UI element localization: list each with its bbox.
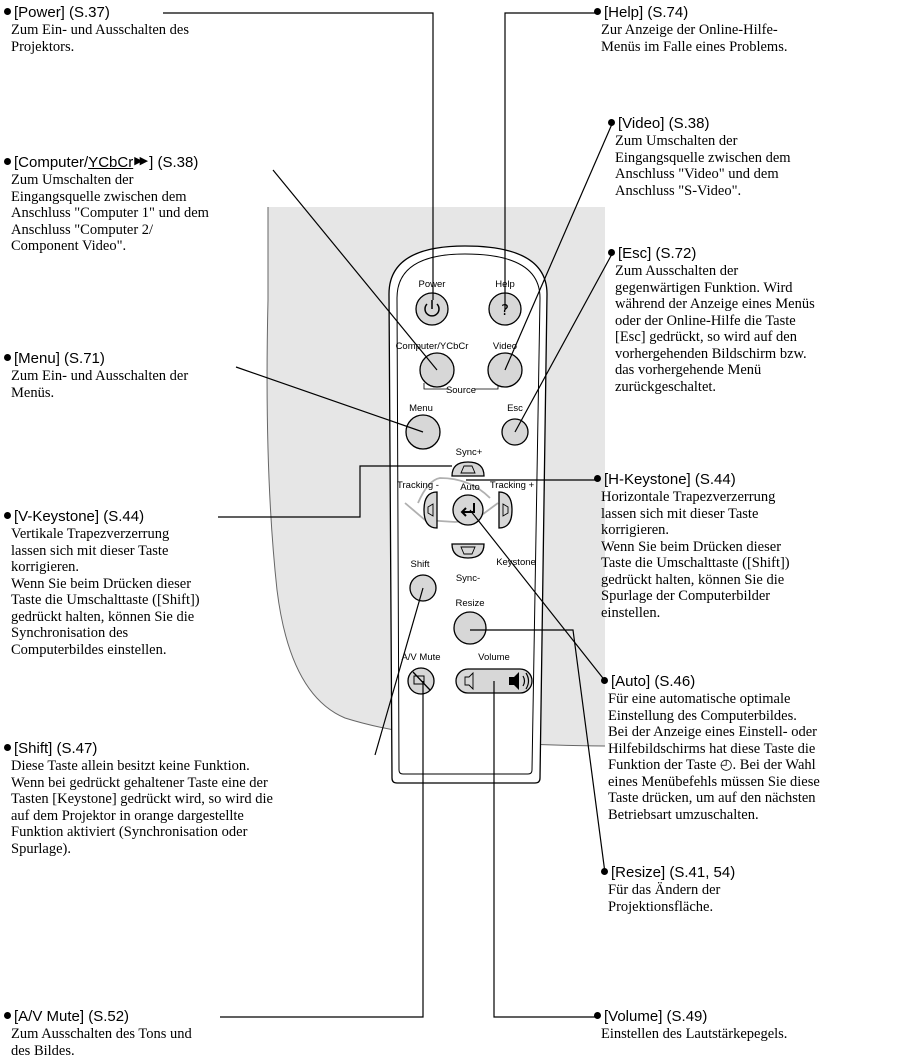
callout-volume: [Volume] (S.49) Einstellen des Lautstärk… xyxy=(594,1008,787,1043)
callout-title: [Shift] (S.47) xyxy=(14,740,98,757)
leader-esc xyxy=(514,253,613,433)
remote-label-esc: Esc xyxy=(507,403,523,414)
keystone-left-button[interactable] xyxy=(423,491,438,529)
callout-shift: [Shift] (S.47) Diese Taste allein besitz… xyxy=(4,740,273,857)
callout-desc: Zum Ausschalten der gegenwärtigen Funkti… xyxy=(615,263,815,395)
callout-title: [Help] (S.74) xyxy=(604,4,689,21)
av-mute-button[interactable] xyxy=(407,667,435,695)
leader-resize xyxy=(470,629,606,874)
leader-power xyxy=(163,12,434,300)
callout-desc: Vertikale Trapezverzerrung lassen sich m… xyxy=(11,526,200,658)
callout-resize: [Resize] (S.41, 54) Für das Ändern der P… xyxy=(601,864,735,915)
bullet-icon xyxy=(4,512,11,519)
leader-computer xyxy=(272,169,438,371)
callout-desc: Zum Umschalten der Eingangsquelle zwisch… xyxy=(615,133,791,199)
bullet-icon xyxy=(594,475,601,482)
callout-menu: [Menu] (S.71) Zum Ein- und Ausschalten d… xyxy=(4,350,188,401)
leader-avmute xyxy=(220,681,424,1018)
callout-avmute: [A/V Mute] (S.52) Zum Ausschalten des To… xyxy=(4,1008,192,1059)
remote-label-shift: Shift xyxy=(410,559,429,570)
leader-menu xyxy=(235,366,424,433)
bullet-icon xyxy=(601,677,608,684)
keystone-up-button[interactable] xyxy=(451,461,485,477)
remote-label-tracking-plus: Tracking + xyxy=(490,480,535,491)
callout-title: [Auto] (S.46) xyxy=(611,673,696,690)
volume-up-icon xyxy=(509,672,519,690)
callout-hkeystone: [H-Keystone] (S.44) Horizontale Trapezve… xyxy=(594,471,790,621)
volume-down-icon xyxy=(464,671,474,691)
remote-label-auto: Auto xyxy=(460,482,480,493)
callout-vkeystone: [V-Keystone] (S.44) Vertikale Trapezverz… xyxy=(4,508,200,658)
callout-title: [A/V Mute] (S.52) xyxy=(14,1008,130,1025)
remote-label-volume: Volume xyxy=(478,652,510,663)
leader-vkeystone xyxy=(218,465,452,518)
mute-slash-icon xyxy=(412,671,431,691)
bullet-icon xyxy=(4,8,11,15)
bullet-icon xyxy=(601,868,608,875)
callout-desc: Zum Ein- und Ausschalten des Projektors. xyxy=(11,22,190,55)
bullet-icon xyxy=(4,1012,11,1019)
fast-forward-icon: ▶▶ xyxy=(134,155,148,167)
resize-button[interactable] xyxy=(453,611,487,645)
keystone-down-button[interactable] xyxy=(451,543,485,559)
keystone-right-button[interactable] xyxy=(498,491,513,529)
leader-help xyxy=(504,12,598,309)
leader-shift xyxy=(374,587,424,756)
remote-label-tracking-minus: Tracking - xyxy=(397,480,439,491)
callout-computer: [Computer/YCbCr▶▶] (S.38) Zum Umschalten… xyxy=(4,152,209,255)
callout-video: [Video] (S.38) Zum Umschalten der Eingan… xyxy=(608,115,791,199)
leader-video xyxy=(504,123,613,371)
callout-title: [V-Keystone] (S.44) xyxy=(14,508,145,525)
callout-title: [Video] (S.38) xyxy=(618,115,710,132)
callout-desc: Zum Ein- und Ausschalten der Menüs. xyxy=(11,368,189,401)
remote-label-sync-plus: Sync+ xyxy=(456,447,483,458)
remote-label-menu: Menu xyxy=(409,403,433,414)
remote-label-av-mute: A/V Mute xyxy=(401,652,440,663)
leader-volume xyxy=(493,681,598,1018)
leader-lines xyxy=(163,12,613,1018)
leader-auto xyxy=(469,509,607,683)
callout-desc: Diese Taste allein besitzt keine Funktio… xyxy=(11,758,273,857)
remote-label-power: Power xyxy=(419,279,446,290)
callout-desc: Für das Ändern der Projektionsfläche. xyxy=(608,882,721,915)
remote-label-sync-minus: Sync- xyxy=(456,573,480,584)
callout-title: [H-Keystone] (S.44) xyxy=(604,471,736,488)
remote-label-resize: Resize xyxy=(455,598,484,609)
callout-desc: Zum Ausschalten des Tons und des Bildes. xyxy=(11,1026,192,1059)
callout-desc: Zur Anzeige der Online-Hilfe- Menüs im F… xyxy=(601,22,788,55)
enter-icon xyxy=(463,503,475,513)
remote-label-keystone: Keystone xyxy=(496,557,536,568)
remote-label-source: Source xyxy=(446,385,476,396)
callout-title: [Resize] (S.41, 54) xyxy=(611,864,736,881)
callout-title: [Power] (S.37) xyxy=(14,4,110,21)
bullet-icon xyxy=(608,119,615,126)
callout-power: [Power] (S.37) Zum Ein- und Ausschalten … xyxy=(4,4,189,55)
power-button[interactable] xyxy=(415,292,449,326)
bullet-icon xyxy=(594,1012,601,1019)
callout-desc: Für eine automatische optimale Einstellu… xyxy=(608,691,820,823)
bullet-icon xyxy=(594,8,601,15)
remote-label-computer: Computer/YCbCr xyxy=(396,341,469,352)
callout-title: [Menu] (S.71) xyxy=(14,350,105,367)
callout-title-post: ] (S.38) xyxy=(149,154,199,171)
callout-esc: [Esc] (S.72) Zum Ausschalten der gegenwä… xyxy=(608,245,815,395)
callout-auto: [Auto] (S.46) Für eine automatische opti… xyxy=(601,673,820,823)
callout-desc: Zum Umschalten der Eingangsquelle zwisch… xyxy=(11,172,209,254)
callout-title-pre: [Computer/ xyxy=(14,154,89,171)
bullet-icon xyxy=(608,249,615,256)
callout-title: [Volume] (S.49) xyxy=(604,1008,708,1025)
callout-title-underlined: YCbCr xyxy=(88,154,134,171)
bullet-icon xyxy=(4,744,11,751)
bullet-icon xyxy=(4,158,11,165)
callout-desc: Horizontale Trapezverzerrung lassen sich… xyxy=(601,489,790,621)
bullet-icon xyxy=(4,354,11,361)
question-icon: ? xyxy=(501,301,509,319)
callout-help: [Help] (S.74) Zur Anzeige der Online-Hil… xyxy=(594,4,787,55)
remote-label-video: Video xyxy=(493,341,517,352)
callout-desc: Einstellen des Lautstärkepegels. xyxy=(601,1026,788,1042)
callout-title: [Esc] (S.72) xyxy=(618,245,697,262)
